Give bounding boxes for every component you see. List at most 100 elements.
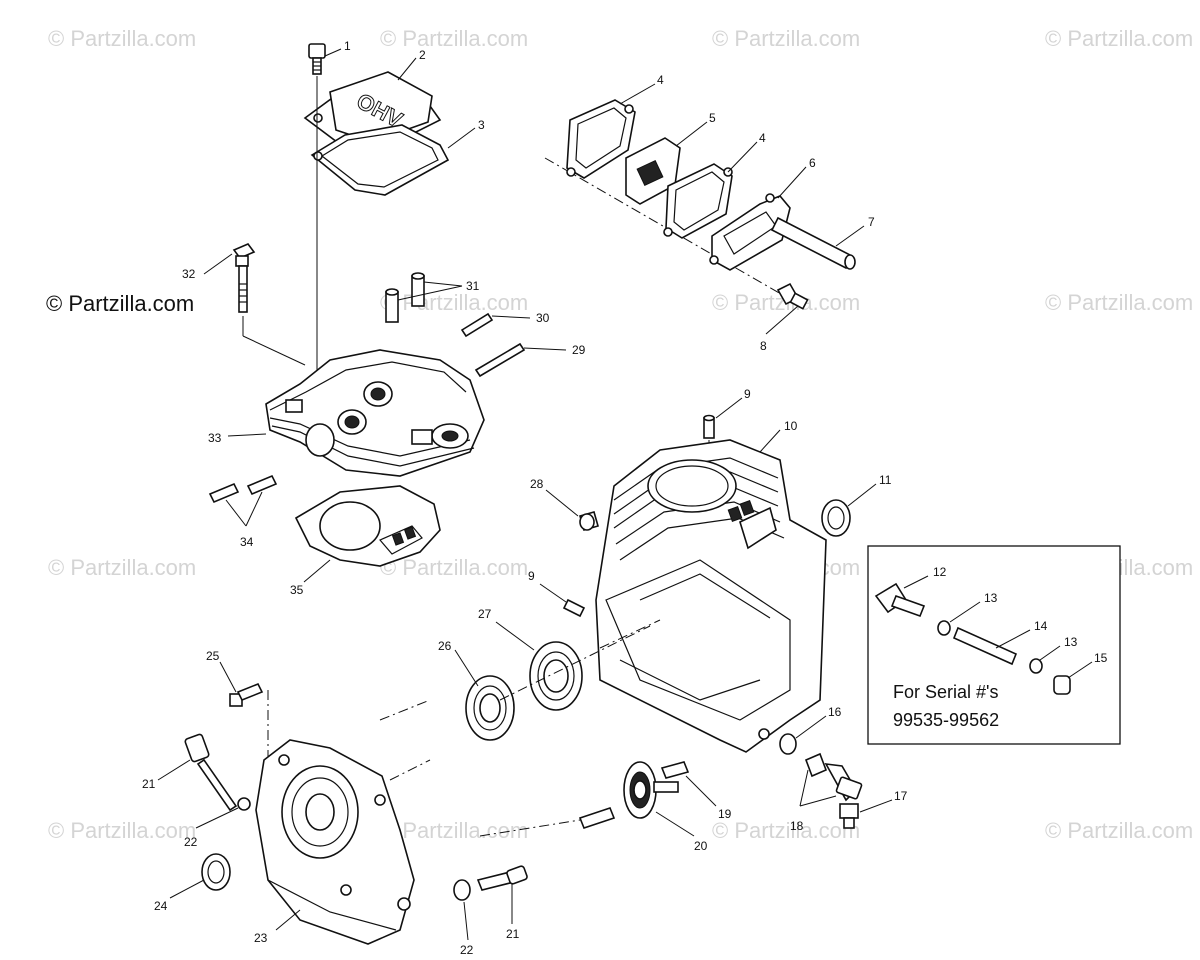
crankcase-cover-group [184,682,528,945]
callout-21a: 21 [142,777,156,791]
part-stud-30 [460,312,494,338]
part-gasket-4b [663,163,733,239]
callout-16: 16 [828,705,842,719]
part-crankcase-cover-23 [255,739,415,945]
intake-group [544,99,856,310]
watermark: © Partzilla.com [380,290,528,315]
part-stud-29 [474,342,526,378]
part-bolt-32 [232,243,256,313]
callout-28: 28 [530,477,544,491]
watermark: © Partzilla.com [1045,818,1193,843]
callout-3: 3 [478,118,485,132]
watermark-layer: © Partzilla.com © Partzilla.com © Partzi… [48,26,1193,843]
callout-20: 20 [694,839,708,853]
drain-group [479,733,863,837]
watermark: © Partzilla.com [712,818,860,843]
part-plate-5 [625,137,681,205]
callout-11: 11 [879,473,892,487]
callout-4b: 4 [759,131,766,145]
inset-line-2: 99535-99562 [893,710,999,730]
part-seal-24 [201,853,231,891]
part-gasket-3 [310,124,450,196]
callout-9b: 9 [528,569,535,583]
callout-10: 10 [784,419,798,433]
part-washer-16 [779,733,797,755]
watermark: © Partzilla.com [48,555,196,580]
part-clamp-13a [937,620,951,636]
callout-22b: 22 [460,943,474,957]
callout-34: 34 [240,535,254,549]
callout-32: 32 [182,267,196,281]
callout-17: 17 [894,789,908,803]
part-dowel-9b [562,598,586,618]
part-dowel-31 [385,272,425,323]
callout-27: 27 [478,607,492,621]
valve-cover-group: OHV [303,43,450,380]
part-bolt-8 [776,282,809,310]
watermark: © Partzilla.com [712,26,860,51]
callout-29: 29 [572,343,586,357]
part-dipstick-21a [184,733,238,812]
part-studs-34 [208,474,278,504]
callout-31: 31 [466,279,480,293]
watermark: © Partzilla.com [380,818,528,843]
inset-line-1: For Serial #'s [893,682,998,702]
part-drain-plug-17 [839,803,859,829]
callout-2: 2 [419,48,426,62]
watermark: © Partzilla.com [380,555,528,580]
part-fitting-12 [874,582,926,618]
callout-13b: 13 [1064,635,1078,649]
part-cylinder-block-10 [595,439,827,753]
callout-33: 33 [208,431,222,445]
part-dowel-9a [703,414,715,439]
callout-leaders [157,48,1093,941]
callout-4a: 4 [657,73,664,87]
cylinder-head-group [208,243,526,567]
watermark: © Partzilla.com [1045,290,1193,315]
part-bolt-1 [308,43,326,75]
callout-21b: 21 [506,927,520,941]
callout-19: 19 [718,807,732,821]
part-bearing-26 [465,675,515,741]
part-elbow-18 [804,752,863,802]
part-oring-22a [237,797,251,811]
callout-14: 14 [1034,619,1048,633]
callout-15: 15 [1094,651,1108,665]
callout-26: 26 [438,639,452,653]
callout-6: 6 [809,156,816,170]
callout-25: 25 [206,649,220,663]
callout-9a: 9 [744,387,751,401]
watermark: © Partzilla.com [48,26,196,51]
callout-24: 24 [154,899,168,913]
part-shaft-20 [578,807,616,829]
callout-1: 1 [344,39,351,53]
callout-13a: 13 [984,591,998,605]
watermark: © Partzilla.com [1045,26,1193,51]
part-bolt-25 [229,682,264,707]
callout-8: 8 [760,339,767,353]
cylinder-block-group [465,414,851,753]
part-pin-19 [660,761,690,779]
part-pipe-7 [770,216,856,270]
callout-5: 5 [709,111,716,125]
part-gear-20 [623,761,679,819]
brand-label: © Partzilla.com [46,291,194,316]
callout-35: 35 [290,583,304,597]
serial-inset: For Serial #'s 99535-99562 [867,545,1121,745]
part-cap-15 [1053,675,1071,695]
part-hose-14 [952,626,1018,666]
part-oring-22b [453,879,471,901]
callout-12: 12 [933,565,947,579]
part-clamp-13b [1029,658,1043,674]
callout-18: 18 [790,819,804,833]
part-cylinder-head-33 [265,349,485,477]
part-seal-11 [821,499,851,537]
callout-numbers: 1 2 3 4 5 4 6 7 8 9 10 11 12 13 14 13 15… [142,39,1108,957]
callout-22a: 22 [184,835,198,849]
part-head-gasket-35 [294,485,441,567]
part-plug-21b [476,865,528,891]
part-gasket-4a [566,99,636,179]
callout-7: 7 [868,215,875,229]
callout-30: 30 [536,311,550,325]
